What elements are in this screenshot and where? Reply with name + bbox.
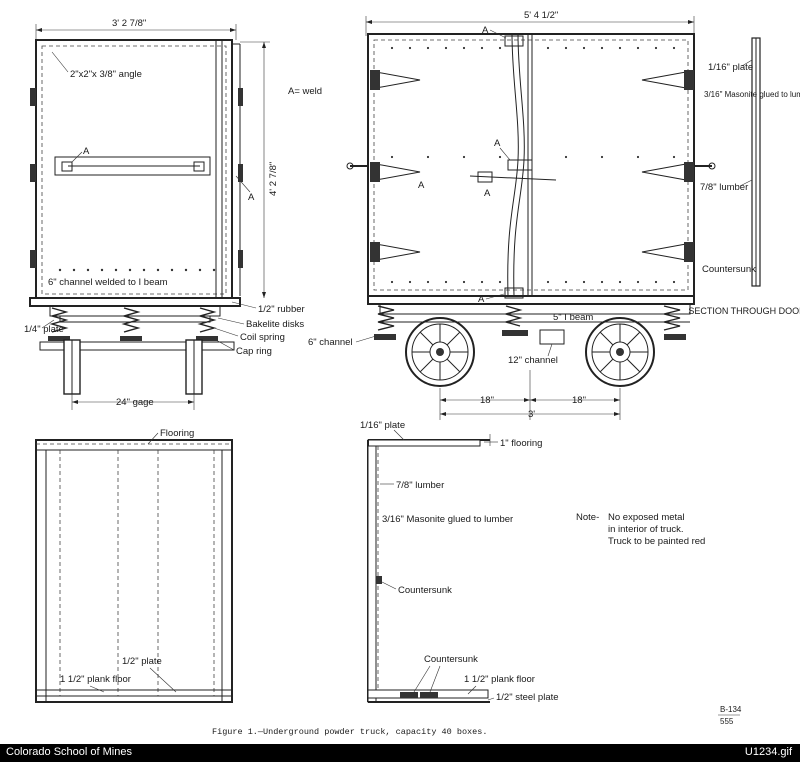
note-prefix: Note-	[576, 512, 599, 523]
wall-plank-label: 1 1/2" plank floor	[464, 674, 535, 685]
cap-ring-label: Cap ring	[236, 346, 272, 357]
door-lumber-label: 7/8" lumber	[700, 182, 748, 193]
channel-welded-label: 6" channel welded to I beam	[48, 277, 168, 288]
side-weld-a2: A	[494, 138, 501, 149]
end-weld-a2: A	[248, 192, 255, 203]
wall-countersunk-label: Countersunk	[398, 585, 452, 596]
wall-masonite-label: 3/16" Masonite glued to lumber	[382, 514, 513, 525]
door-countersunk-label: Countersunk	[702, 264, 756, 275]
note-line2: in interior of truck.	[608, 524, 684, 535]
flooring-label: Flooring	[160, 428, 194, 439]
floor-plate-label: 1/2" plate	[122, 656, 162, 667]
footer-source: Colorado School of Mines	[6, 746, 132, 758]
footer-filename: U1234.gif	[744, 746, 792, 758]
note-line3: Truck to be painted red	[608, 536, 705, 547]
side-length-dim: 5' 4 1/2"	[524, 10, 558, 21]
note-line1: No exposed metal	[608, 512, 685, 523]
wall-lumber-label: 7/8" lumber	[396, 480, 444, 491]
wheelbase-dim: 3'	[528, 409, 535, 420]
engineering-drawing: 3' 2 7/8" 2"x2"x 3/8" angle A A 4' 2 7/8	[24, 10, 800, 737]
ibeam-label: 5" I beam	[553, 312, 593, 323]
rubber-label: 1/2" rubber	[258, 304, 305, 315]
coil-spring-label: Coil spring	[240, 332, 285, 343]
wall-flooring-label: 1" flooring	[500, 438, 542, 449]
wall-section: 1/16" plate 1" flooring 7/8" lumber 3/16…	[360, 420, 559, 703]
wall-countersunk2-label: Countersunk	[424, 654, 478, 665]
bakelite-label: Bakelite disks	[246, 319, 304, 330]
side-weld-a1: A	[482, 25, 489, 36]
plate-label: 1/4" plate	[24, 324, 64, 335]
end-height-dim: 4' 2 7/8"	[268, 162, 279, 196]
end-view: 3' 2 7/8" 2"x2"x 3/8" angle A A 4' 2 7/8	[24, 18, 305, 410]
floor-plan: Flooring 1/2" plate 1 1/2" plank floor	[35, 428, 233, 703]
weld-legend: A= weld	[288, 86, 322, 97]
wall-steel-label: 1/2" steel plate	[496, 692, 559, 703]
right-wheel	[585, 317, 655, 387]
angle-label: 2"x2"x 3/8" angle	[70, 69, 142, 80]
footer-bar: Colorado School of Mines U1234.gif	[0, 744, 800, 762]
channel12-label: 12" channel	[508, 355, 558, 366]
end-weld-a1: A	[83, 146, 90, 157]
side-view: 5' 4 1/2"	[308, 10, 716, 420]
section-door-title: SECTION THROUGH DOOR	[688, 306, 800, 316]
door-section: 1/16" plate 3/16" Masonite glued to lumb…	[688, 37, 800, 316]
channel6-label: 6" channel	[308, 337, 353, 348]
wheel-dim-right: 18"	[572, 395, 586, 406]
general-note: Note- No exposed metal in interior of tr…	[576, 512, 705, 547]
sheet-number: B-134	[720, 705, 742, 714]
left-wheel	[405, 317, 475, 387]
wall-plate-label: 1/16" plate	[360, 420, 405, 431]
floor-plank-label: 1 1/2" plank floor	[60, 674, 131, 685]
wheel-dim-left: 18"	[480, 395, 494, 406]
end-width-dim: 3' 2 7/8"	[112, 18, 146, 29]
side-weld-a4: A	[484, 188, 491, 199]
side-weld-a5: A	[478, 294, 485, 305]
side-weld-a3: A	[418, 180, 425, 191]
sheet-sub: 555	[720, 717, 734, 726]
door-plate-label: 1/16" plate	[708, 62, 753, 73]
door-masonite-label: 3/16" Masonite glued to lumber	[704, 90, 800, 99]
gage-label: 24" gage	[116, 397, 154, 408]
figure-caption: Figure 1.—Underground powder truck, capa…	[212, 727, 487, 737]
